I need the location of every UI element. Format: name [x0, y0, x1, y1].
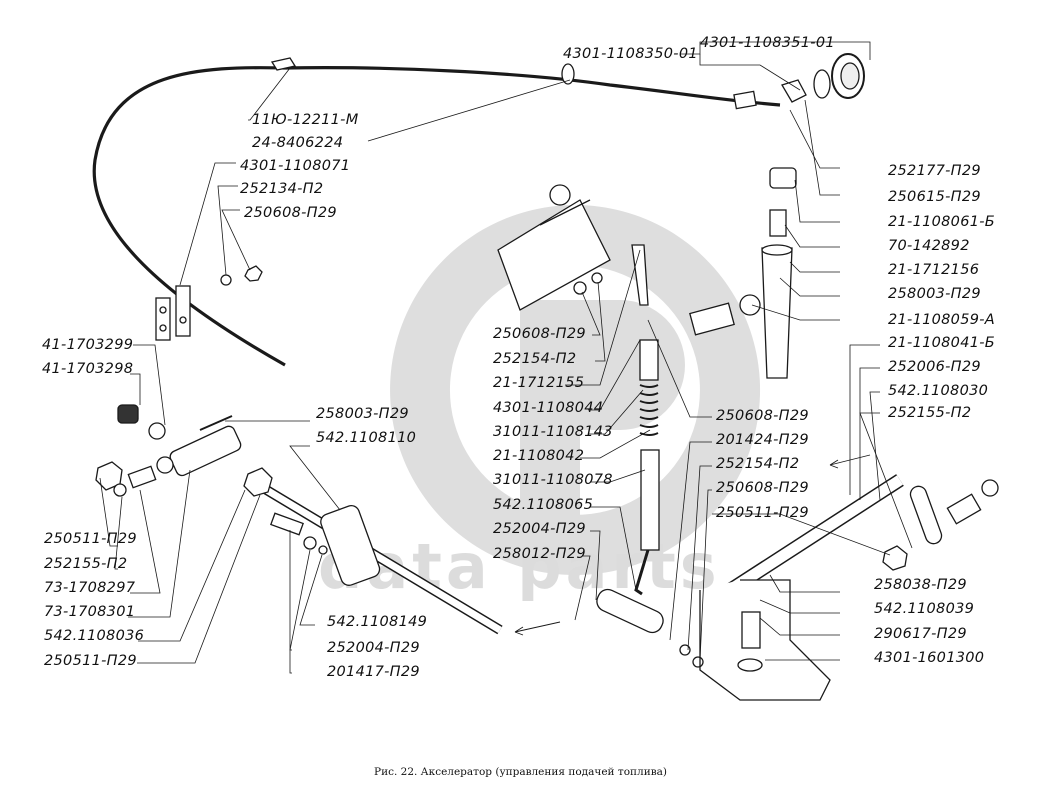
- adjuster-screw: [769, 167, 797, 189]
- part-label: 21-1712155: [493, 375, 585, 391]
- part-label: 4301-1108071: [240, 158, 351, 174]
- bracket-plate: [155, 285, 191, 341]
- part-label: 252177-П29: [888, 163, 981, 179]
- hex-nut-right: [882, 545, 908, 571]
- bolt-small: [270, 512, 304, 536]
- cable-grommet: [561, 63, 575, 85]
- link-assembly: [631, 244, 660, 596]
- part-label: 258038-П29: [874, 577, 967, 593]
- part-label: 250608-П29: [493, 326, 586, 342]
- spacer: [148, 422, 166, 440]
- hex-nut-rod: [243, 467, 273, 497]
- part-label: 21-1712156: [888, 262, 980, 278]
- part-label: 21-1108042: [493, 448, 585, 464]
- part-label: 290617-П29: [874, 626, 967, 642]
- part-label: 73-1708301: [44, 604, 136, 620]
- part-label: 252154-П2: [493, 351, 577, 367]
- part-label: 73-1708297: [44, 580, 136, 596]
- cable-clip: [270, 57, 297, 71]
- part-label: 250608-П29: [716, 408, 809, 424]
- part-label: 258003-П29: [888, 286, 981, 302]
- cotter-pin-left: [199, 415, 233, 431]
- part-label: 24-8406224: [252, 135, 344, 151]
- part-label: 252004-П29: [327, 640, 420, 656]
- bushing-threaded: [117, 404, 139, 424]
- part-label: 201417-П29: [327, 664, 420, 680]
- lever-bottom: [596, 588, 664, 634]
- part-label: 250511-П29: [44, 531, 137, 547]
- part-label: 31011-1108143: [493, 424, 613, 440]
- part-label: 252134-П2: [240, 181, 324, 197]
- part-label: 252006-П29: [888, 359, 981, 375]
- part-label: 4301-1108044: [493, 400, 604, 416]
- part-label: 252004-П29: [493, 521, 586, 537]
- washer-small: [220, 274, 232, 286]
- figure-caption: Рис. 22. Акселератор (управления подачей…: [374, 766, 667, 778]
- part-label: 4301-1601300: [874, 650, 985, 666]
- part-label: 31011-1108078: [493, 472, 613, 488]
- part-label: 201424-П29: [716, 432, 809, 448]
- direction-arrow: [514, 621, 561, 636]
- part-label: 21-1108059-А: [888, 312, 996, 328]
- part-label: 4301-1108351-01: [700, 35, 835, 51]
- direction-arrow: [829, 454, 871, 469]
- part-label: 542.1108149: [327, 614, 428, 630]
- part-label: 258003-П29: [316, 406, 409, 422]
- ball-stud-left: [127, 456, 174, 489]
- part-label: 258012-П29: [493, 546, 586, 562]
- part-label: 21-1108041-Б: [888, 335, 996, 351]
- part-label: 70-142892: [888, 238, 970, 254]
- nut-small: [244, 265, 263, 282]
- part-label: 250511-П29: [44, 653, 137, 669]
- part-label: 250608-П29: [716, 480, 809, 496]
- part-label: 542.1108036: [44, 628, 145, 644]
- part-label: 542.1108030: [888, 383, 989, 399]
- part-label: 542.1108065: [493, 497, 594, 513]
- part-label: 250608-П29: [244, 205, 337, 221]
- part-label: 542.1108039: [874, 601, 975, 617]
- ball-joint-housing: [761, 244, 793, 379]
- part-label: 4301-1108350-01: [563, 46, 698, 62]
- part-label: 250615-П29: [888, 189, 981, 205]
- mounting-bracket: [699, 579, 831, 701]
- pedal-bracket: [497, 184, 611, 311]
- part-label: 41-1703298: [42, 361, 134, 377]
- flange-plate: [320, 504, 381, 586]
- part-label: 252154-П2: [716, 456, 800, 472]
- mount-bolt: [741, 611, 761, 649]
- part-label: 252155-П2: [888, 405, 972, 421]
- part-label: 11Ю-12211-М: [252, 112, 359, 128]
- connector-sleeve: [169, 425, 242, 477]
- ball-stud-end: [946, 479, 999, 525]
- choke-knob: [733, 53, 865, 110]
- small-bolt: [769, 209, 787, 237]
- part-label: 21-1108061-Б: [888, 214, 996, 230]
- ball-stud-right: [689, 294, 761, 336]
- part-label: 41-1703299: [42, 337, 134, 353]
- part-label: 252155-П2: [44, 556, 128, 572]
- part-label: 542.1108110: [316, 430, 417, 446]
- part-label: 250511-П29: [716, 505, 809, 521]
- lever-arm: [909, 485, 943, 545]
